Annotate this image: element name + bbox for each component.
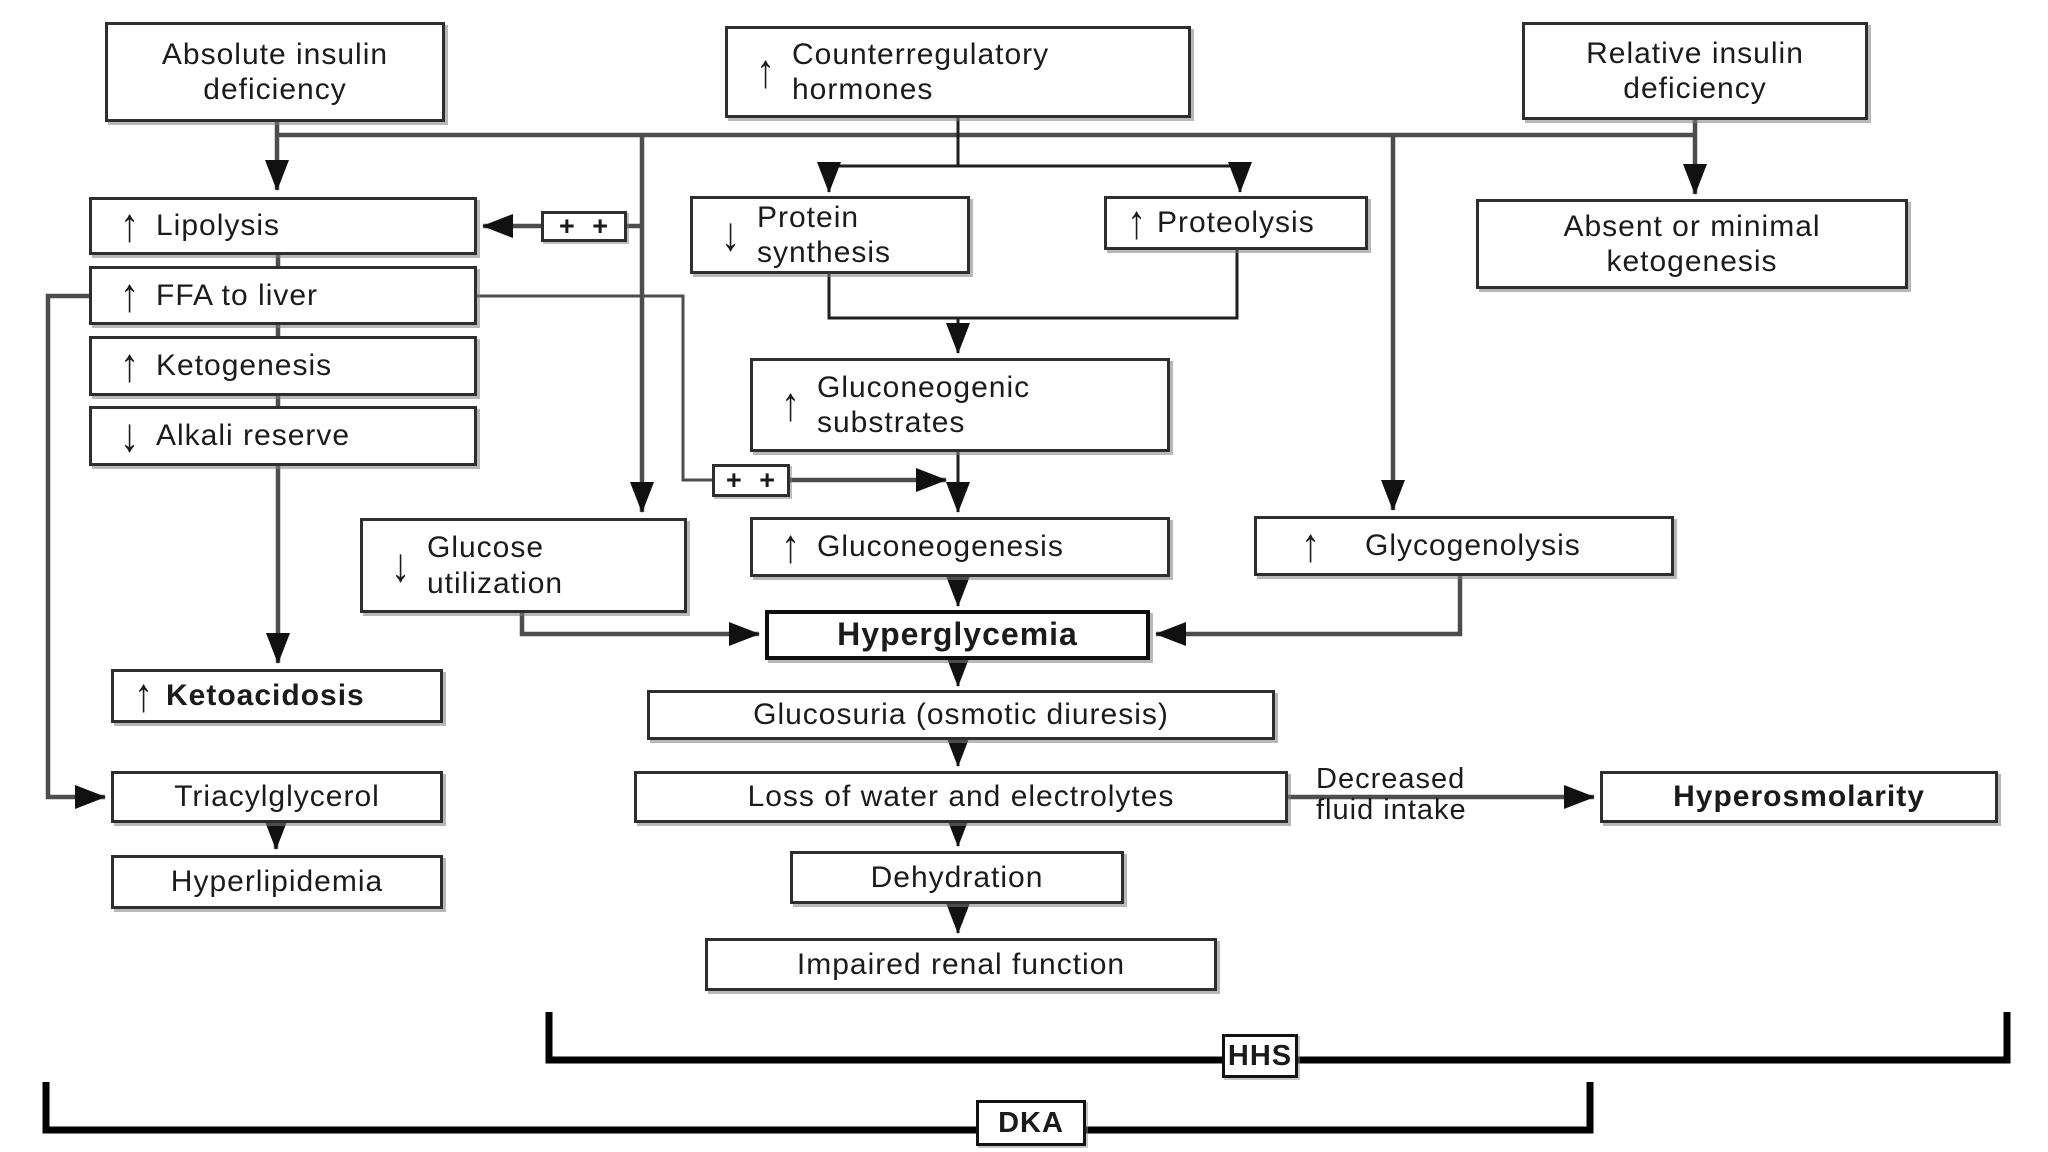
dka-bracket-line bbox=[42, 1082, 1594, 1134]
up-arrow-icon: ↑ bbox=[781, 378, 801, 432]
node-absent-or-minimal-ketogenesis: Absent or minimal ketogenesis bbox=[1476, 199, 1908, 289]
up-arrow-icon: ↑ bbox=[756, 45, 776, 99]
stimulation-plus-plus-badge: + + bbox=[712, 464, 790, 497]
node-label: Gluconeogenic substrates bbox=[817, 370, 1031, 439]
node-label: Ketogenesis bbox=[156, 349, 333, 383]
node-label: Impaired renal function bbox=[796, 947, 1126, 981]
node-label: Loss of water and electrolytes bbox=[747, 780, 1175, 814]
node-label: Counterregulatory hormones bbox=[792, 37, 1050, 106]
node-label: Hyperlipidemia bbox=[170, 865, 384, 899]
node-label: Glucosuria (osmotic diuresis) bbox=[753, 698, 1169, 732]
up-arrow-icon: ↑ bbox=[120, 199, 140, 253]
node-counterregulatory-hormones: ↑ Counterregulatory hormones bbox=[725, 26, 1191, 118]
up-arrow-icon: ↑ bbox=[1127, 196, 1147, 250]
node-gluconeogenesis: ↑ Gluconeogenesis bbox=[750, 517, 1170, 577]
node-label: Hyperglycemia bbox=[837, 616, 1078, 653]
down-arrow-icon: ↓ bbox=[721, 208, 741, 262]
up-arrow-icon: ↑ bbox=[120, 339, 140, 393]
edge-label-line2: fluid intake bbox=[1316, 794, 1467, 827]
node-lipolysis: ↑ Lipolysis bbox=[89, 197, 477, 255]
node-alkali-reserve: ↓ Alkali reserve bbox=[89, 406, 477, 466]
node-proteolysis: ↑ Proteolysis bbox=[1104, 196, 1368, 250]
node-protein-synthesis: ↓ Protein synthesis bbox=[690, 196, 970, 274]
dka-bracket-label: DKA bbox=[976, 1100, 1086, 1146]
plus-plus-label: + + bbox=[558, 210, 614, 241]
flow-arrows-gray bbox=[45, 120, 1707, 850]
node-label: Absolute insulin deficiency bbox=[161, 37, 389, 106]
node-hyperosmolarity: Hyperosmolarity bbox=[1600, 771, 1998, 823]
up-arrow-icon: ↑ bbox=[1301, 519, 1321, 573]
node-label: Proteolysis bbox=[1157, 206, 1315, 240]
node-ketoacidosis: ↑ Ketoacidosis bbox=[111, 669, 443, 723]
up-arrow-icon: ↑ bbox=[120, 269, 140, 322]
bracket-label: DKA bbox=[998, 1106, 1064, 1139]
node-label: Glycogenolysis bbox=[1365, 529, 1581, 563]
node-impaired-renal-function: Impaired renal function bbox=[705, 938, 1217, 991]
node-label: Alkali reserve bbox=[156, 419, 351, 453]
node-glucose-utilization: ↓ Glucose utilization bbox=[360, 518, 687, 613]
node-relative-insulin-deficiency: Relative insulin deficiency bbox=[1522, 22, 1868, 120]
node-gluconeogenic-substrates: ↑ Gluconeogenic substrates bbox=[750, 358, 1170, 452]
down-arrow-icon: ↓ bbox=[391, 539, 411, 592]
node-glycogenolysis: ↑ Glycogenolysis bbox=[1254, 516, 1674, 576]
edge-label-line1: Decreased bbox=[1316, 763, 1466, 795]
up-arrow-icon: ↑ bbox=[134, 669, 154, 723]
node-label: Triacylglycerol bbox=[174, 780, 380, 814]
down-arrow-icon: ↓ bbox=[120, 409, 140, 463]
node-absolute-insulin-deficiency: Absolute insulin deficiency bbox=[105, 22, 445, 122]
node-label: Relative insulin deficiency bbox=[1586, 36, 1804, 105]
node-ffa-to-liver: ↑ FFA to liver bbox=[89, 266, 477, 325]
node-hyperlipidemia: Hyperlipidemia bbox=[111, 855, 443, 909]
node-label: Hyperosmolarity bbox=[1673, 780, 1925, 814]
bracket-label: HHS bbox=[1227, 1039, 1293, 1072]
up-arrow-icon: ↑ bbox=[781, 520, 801, 574]
plus-plus-label: + + bbox=[725, 464, 781, 495]
node-label: Dehydration bbox=[870, 860, 1044, 894]
node-label: Gluconeogenesis bbox=[817, 530, 1064, 564]
node-hyperglycemia: Hyperglycemia bbox=[765, 610, 1150, 660]
hhs-bracket-label: HHS bbox=[1222, 1034, 1298, 1078]
node-label: Lipolysis bbox=[156, 209, 281, 243]
node-label: Absent or minimal ketogenesis bbox=[1563, 209, 1821, 278]
node-triacylglycerol: Triacylglycerol bbox=[111, 771, 443, 823]
stimulation-plus-plus-badge: + + bbox=[541, 211, 627, 242]
node-glucosuria-osmotic-diuresis: Glucosuria (osmotic diuresis) bbox=[647, 690, 1275, 740]
node-label: Protein synthesis bbox=[757, 200, 892, 269]
node-label: Glucose utilization bbox=[427, 531, 564, 600]
node-label: Ketoacidosis bbox=[166, 679, 365, 713]
node-ketogenesis: ↑ Ketogenesis bbox=[89, 336, 477, 396]
node-loss-of-water-and-electrolytes: Loss of water and electrolytes bbox=[634, 771, 1288, 823]
node-label: FFA to liver bbox=[156, 278, 319, 312]
flow-arrows-dark bbox=[817, 118, 1252, 934]
edge-label-decreased-fluid-intake: Decreased fluid intake bbox=[1316, 763, 1556, 830]
node-dehydration: Dehydration bbox=[790, 851, 1124, 904]
